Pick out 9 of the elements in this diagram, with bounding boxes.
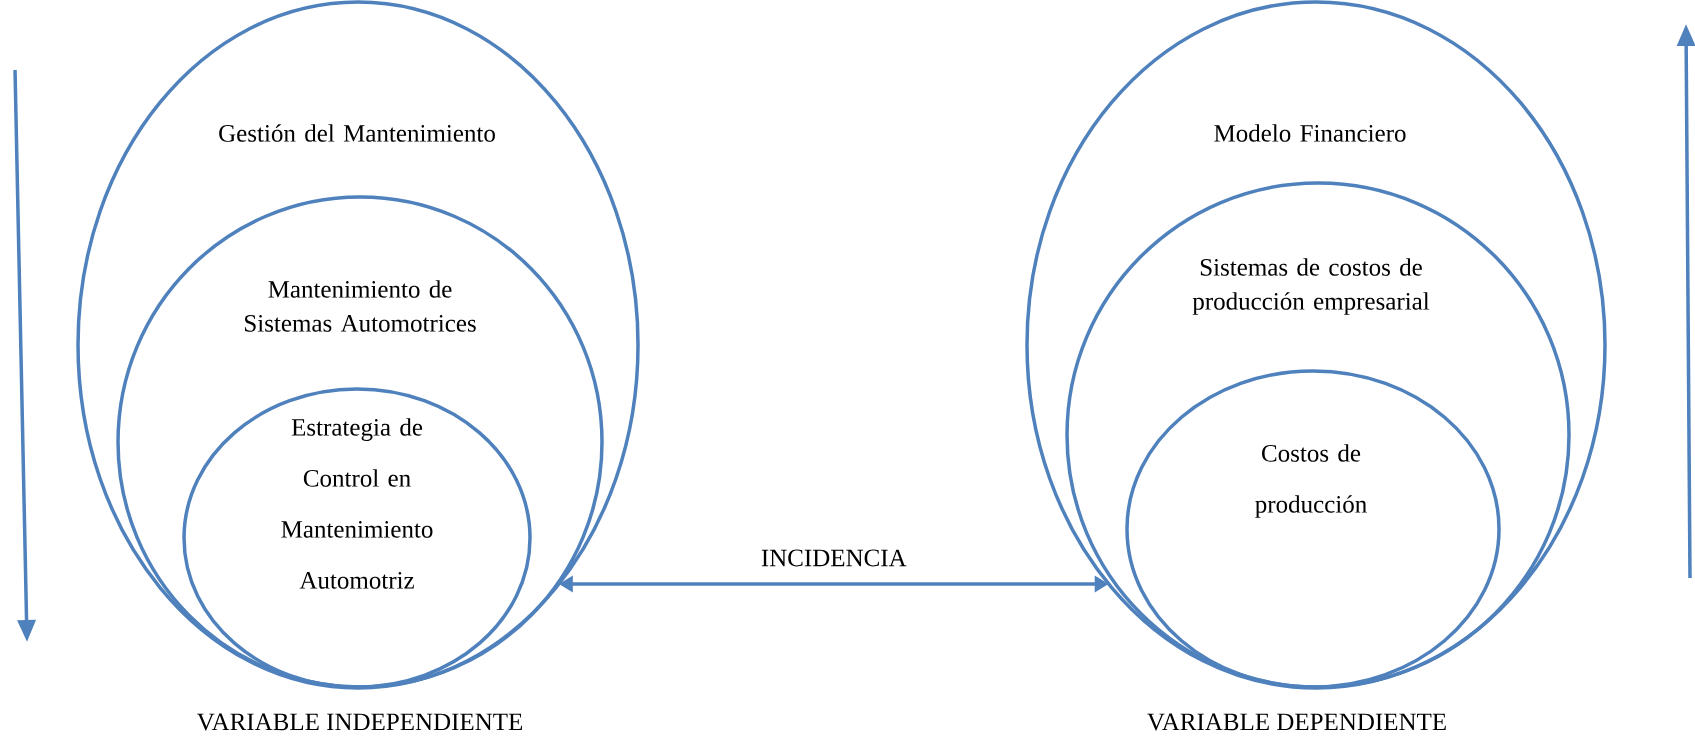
ellipse-label: Modelo Financiero <box>1214 124 1406 142</box>
variable-label: VARIABLE INDEPENDIENTE <box>197 713 523 731</box>
edge-label: INCIDENCIA <box>761 549 907 567</box>
ellipse-label: Mantenimiento de Sistemas Automotrices <box>245 280 476 332</box>
variable-label: VARIABLE DEPENDIENTE <box>1147 713 1446 731</box>
ellipse-label: Gestión del Mantenimiento <box>219 124 495 142</box>
ellipse-label: Costos de producción <box>1255 444 1367 518</box>
ellipse-label: Sistemas de costos de producción empresarial <box>1192 258 1430 315</box>
ellipse-label: Estrategia de Control en Mantenimiento Automotriz <box>281 418 433 589</box>
